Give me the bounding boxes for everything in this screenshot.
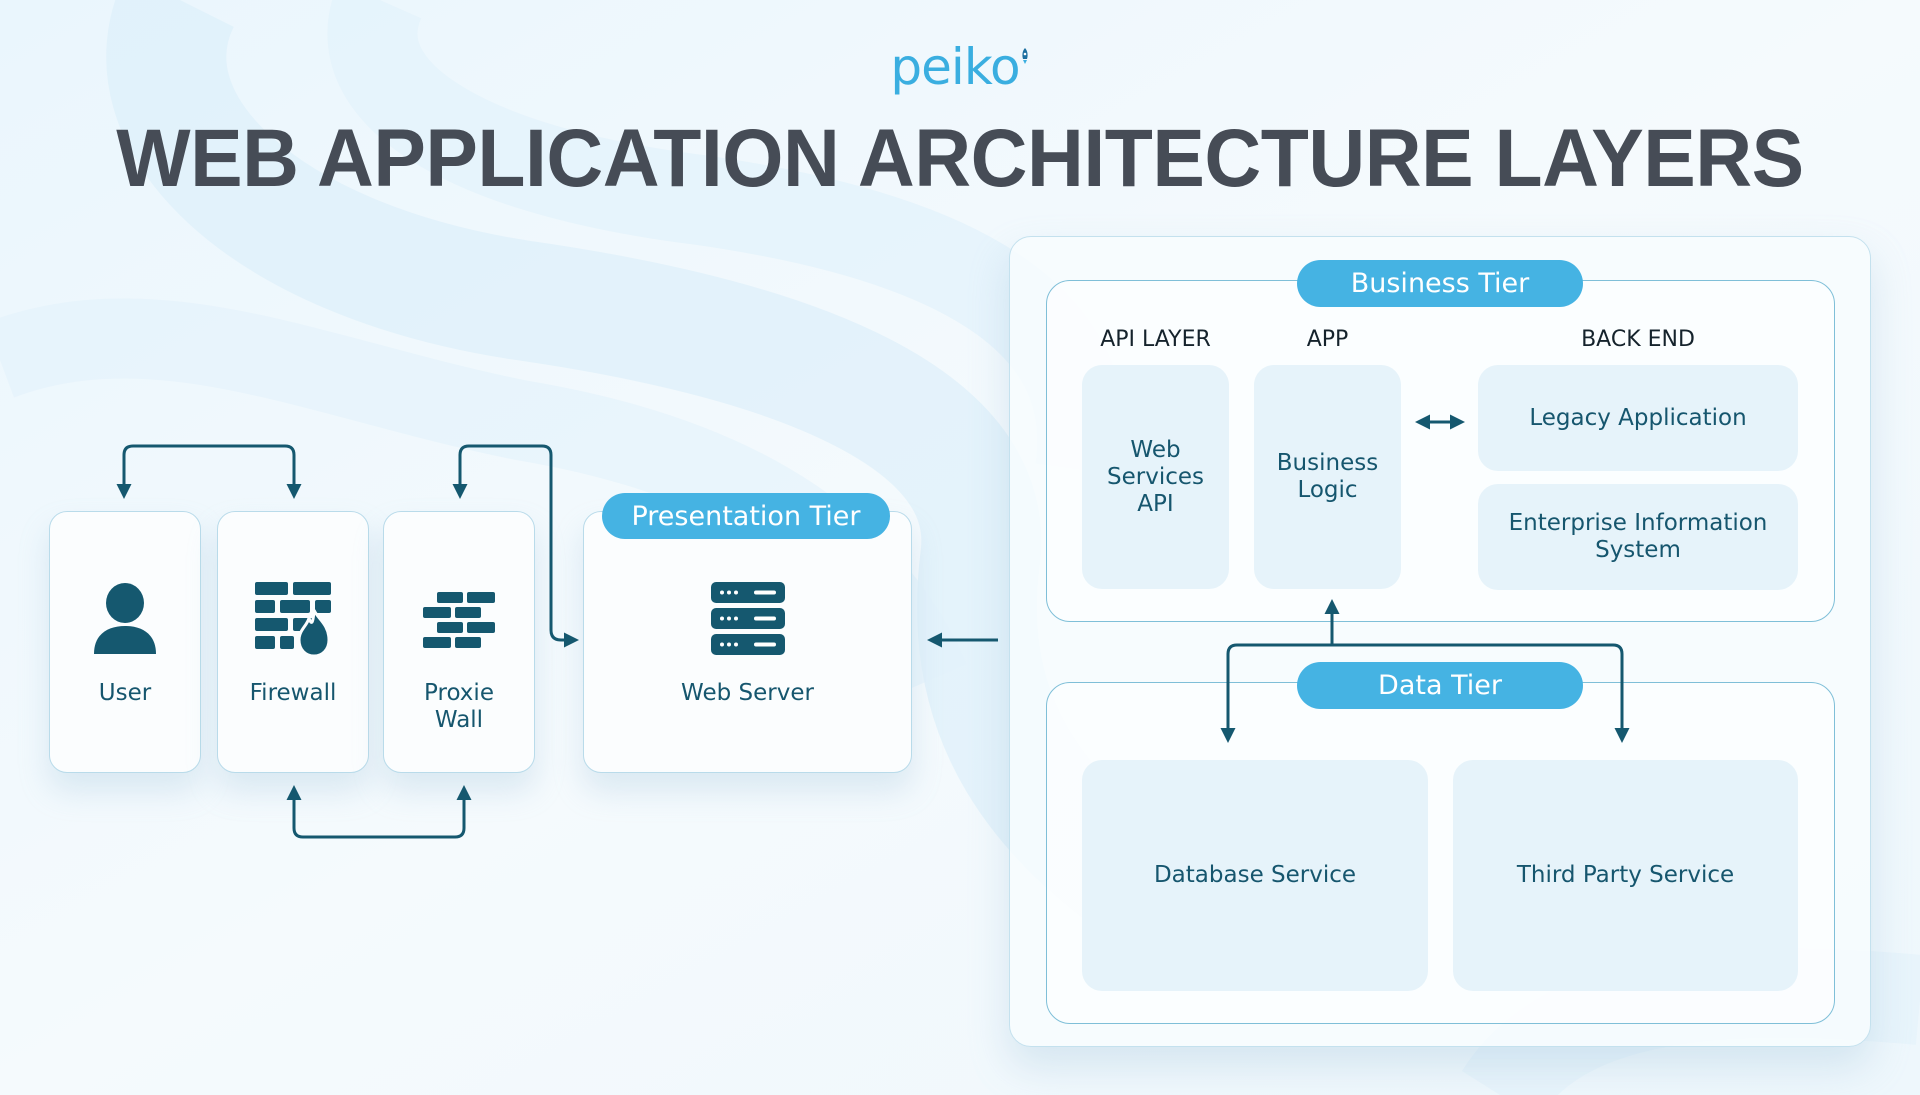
web-services-api-line-1: Web (1130, 436, 1181, 463)
presentation-tier-badge: Presentation Tier (602, 493, 890, 539)
logo-text: peiko (890, 38, 1020, 96)
legacy-application-box[interactable]: Legacy Application (1478, 365, 1798, 471)
business-logic-line-1: Business (1276, 450, 1379, 476)
user-card[interactable]: User (49, 511, 201, 773)
api-layer-heading: API LAYER (1100, 327, 1211, 352)
proxie-wall-label-line-1: Proxie (424, 680, 494, 706)
legacy-application-label: Legacy Application (1529, 404, 1747, 431)
firewall-icon (255, 582, 331, 658)
firewall-card[interactable]: Firewall (217, 511, 369, 773)
back-end-heading: BACK END (1581, 327, 1695, 352)
server-icon (710, 582, 785, 655)
app-heading: APP (1306, 327, 1349, 352)
brick-wall-icon (423, 592, 495, 648)
web-services-api-box[interactable]: Web Services API (1082, 365, 1229, 589)
rocket-icon (1021, 48, 1028, 64)
database-service-box[interactable]: Database Service (1082, 760, 1428, 991)
web-services-api-line-3: API (1137, 490, 1174, 517)
database-service-label: Database Service (1153, 862, 1357, 888)
business-logic-label: Business Logic (1277, 450, 1378, 504)
firewall-label: Firewall (249, 680, 337, 706)
web-services-api-line-2: Services (1107, 463, 1204, 490)
proxie-wall-card[interactable]: Proxie Wall (383, 511, 535, 773)
enterprise-information-system-label: Enterprise Information System (1509, 510, 1768, 564)
enterprise-information-system-box[interactable]: Enterprise Information System (1478, 484, 1798, 590)
proxie-wall-label: Proxie Wall (384, 680, 534, 734)
eis-line-1: Enterprise Information (1508, 510, 1768, 536)
web-server-label: Web Server (681, 680, 814, 706)
user-label: User (98, 680, 152, 706)
business-logic-line-2: Logic (1297, 477, 1358, 503)
user-icon (94, 583, 156, 654)
third-party-service-label: Third Party Service (1516, 862, 1735, 888)
eis-line-2: System (1595, 537, 1681, 563)
web-services-api-label: Web Services API (1107, 437, 1204, 518)
brand-logo: peiko (0, 38, 1920, 96)
business-tier-badge: Business Tier (1297, 260, 1583, 307)
presentation-tier-card[interactable]: Web Server (583, 511, 912, 773)
proxie-wall-label-line-2: Wall (434, 707, 484, 733)
third-party-service-box[interactable]: Third Party Service (1453, 760, 1798, 991)
data-tier-badge: Data Tier (1297, 662, 1583, 709)
page-title: WEB APPLICATION ARCHITECTURE LAYERS (116, 113, 1804, 204)
business-logic-box[interactable]: Business Logic (1254, 365, 1401, 589)
